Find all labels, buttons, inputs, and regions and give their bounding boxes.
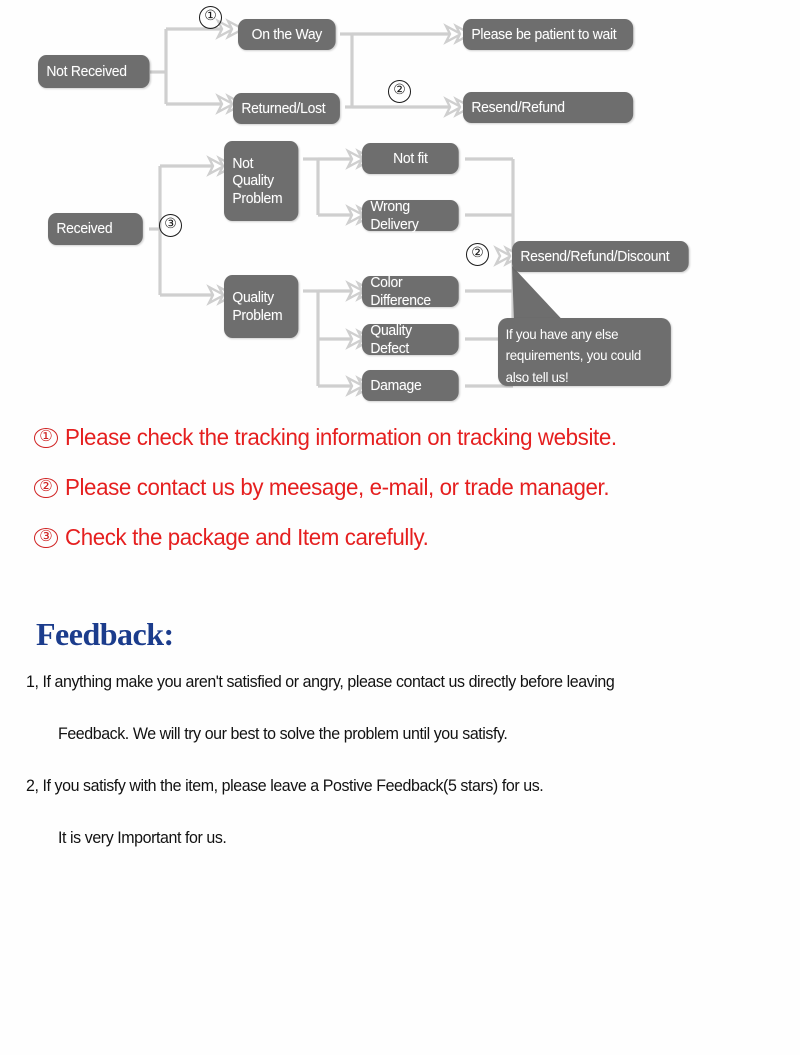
- node-damage[interactable]: Damage: [362, 370, 459, 401]
- node-received[interactable]: Received: [48, 213, 143, 245]
- node-resend-refund-discount[interactable]: Resend/Refund/Discount: [512, 241, 689, 272]
- node-label: Please be patient to wait: [471, 25, 617, 43]
- numbered-notes: ① Please check the tracking information …: [0, 420, 800, 570]
- node-label: Resend/Refund: [471, 98, 565, 116]
- node-returned-lost[interactable]: Returned/Lost: [233, 93, 340, 124]
- node-label: Quality Problem: [232, 289, 283, 324]
- node-on-the-way[interactable]: On the Way: [238, 19, 336, 50]
- node-please-be-patient[interactable]: Please be patient to wait: [463, 19, 634, 50]
- node-not-quality-problem[interactable]: Not Quality Problem: [224, 141, 299, 221]
- note-row: ① Please check the tracking information …: [0, 420, 800, 470]
- marker-1-top: ①: [199, 6, 222, 29]
- node-label: Wrong Delivery: [370, 198, 419, 233]
- note-number: ①: [34, 428, 58, 448]
- node-label: Returned/Lost: [241, 99, 326, 117]
- node-label: Not fit: [393, 149, 428, 167]
- node-label: Received: [56, 220, 113, 238]
- node-wrong-delivery[interactable]: Wrong Delivery: [362, 198, 459, 233]
- note-text: Check the package and Item carefully.: [65, 524, 429, 550]
- feedback-line-3: 2, If you satisfy with the item, please …: [26, 776, 544, 795]
- node-quality-defect[interactable]: Quality Defect: [362, 322, 459, 357]
- callout-line-3: also tell us!: [505, 368, 569, 385]
- node-not-received[interactable]: Not Received: [38, 55, 150, 88]
- callout-line-1: If you have any else: [505, 326, 619, 342]
- node-label: Not Received: [46, 62, 127, 80]
- callout-bubble: If you have any else requirements, you c…: [498, 318, 671, 386]
- note-row: ③ Check the package and Item carefully.: [0, 520, 800, 570]
- node-resend-refund[interactable]: Resend/Refund: [463, 92, 634, 123]
- feedback-line-4: It is very Important for us.: [58, 828, 227, 847]
- note-text: Please check the tracking information on…: [65, 424, 617, 450]
- note-number: ②: [34, 478, 58, 498]
- note-text: Please contact us by meesage, e-mail, or…: [65, 474, 610, 500]
- note-number: ③: [34, 528, 58, 548]
- node-color-difference[interactable]: Color Difference: [362, 274, 459, 309]
- node-label: Resend/Refund/Discount: [520, 247, 670, 265]
- note-row: ② Please contact us by meesage, e-mail, …: [0, 470, 800, 520]
- feedback-line-1: 1, If anything make you aren't satisfied…: [26, 672, 615, 691]
- callout-tail-icon: [512, 266, 570, 328]
- node-label: On the Way: [251, 25, 323, 43]
- marker-2-top: ②: [388, 80, 411, 103]
- node-label: Color Difference: [370, 274, 431, 309]
- feedback-heading: Feedback:: [36, 616, 174, 652]
- callout-line-2: requirements, you could: [505, 347, 642, 364]
- node-label: Damage: [370, 376, 422, 394]
- node-label: Not Quality Problem: [232, 155, 283, 207]
- returns-flowchart: Not Received On the Way Returned/Lost Pl…: [0, 0, 800, 420]
- node-not-fit[interactable]: Not fit: [362, 143, 459, 174]
- feedback-line-2: Feedback. We will try our best to solve …: [58, 724, 508, 743]
- node-label: Quality Defect: [370, 322, 412, 357]
- marker-2-mid: ②: [466, 243, 489, 266]
- node-quality-problem[interactable]: Quality Problem: [224, 275, 299, 338]
- marker-3-mid: ③: [159, 214, 182, 237]
